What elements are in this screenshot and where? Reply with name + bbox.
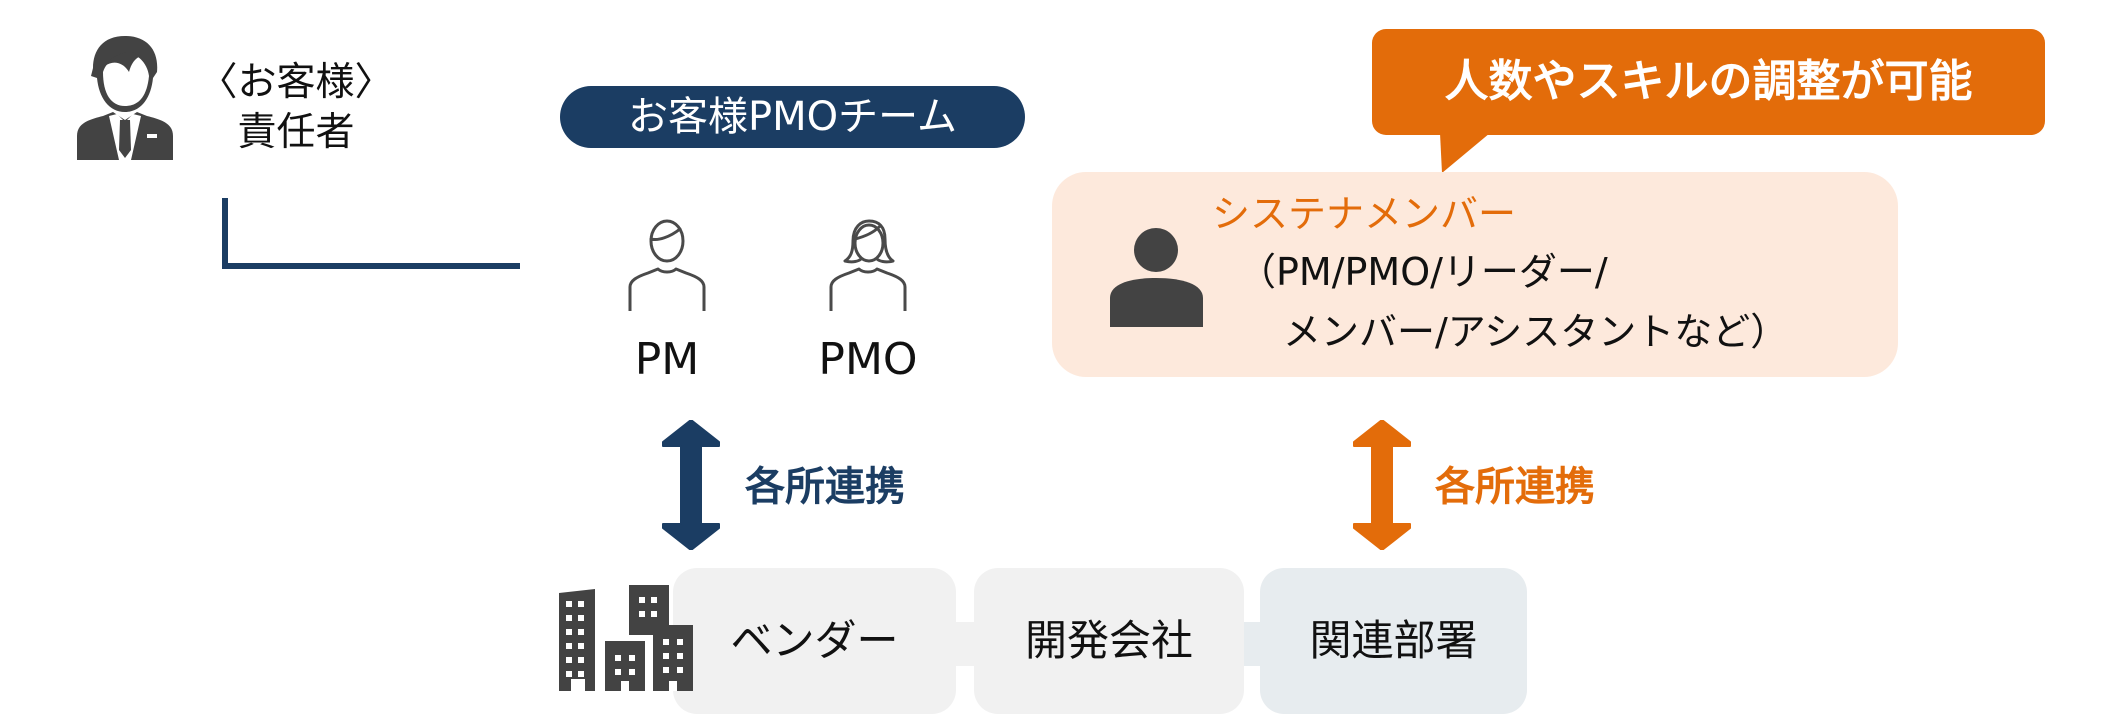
coordination-label-right: 各所連携 [1435, 464, 1595, 510]
org-box-related-dept: 関連部署 [1260, 568, 1527, 714]
male-person-outline-icon [628, 219, 706, 311]
callout-tail [1440, 133, 1490, 173]
systena-member-roles-line2: メンバー/アシスタントなど） [1283, 310, 1789, 354]
pmo-label: PMO [818, 334, 918, 385]
systena-member-title: システナメンバー [1212, 192, 1517, 236]
buildings-icon [559, 585, 693, 691]
client-label-line2: 責任者 [237, 110, 355, 155]
pm-label: PM [634, 334, 700, 385]
systena-member-roles-line1: （PM/PMO/リーダー/ [1238, 250, 1608, 294]
person-icon [1110, 228, 1203, 327]
client-label-line1: 〈お客様〉 [198, 60, 394, 105]
coordination-label-left: 各所連携 [745, 464, 905, 510]
pmo-team-pill: お客様PMOチーム [560, 86, 1025, 148]
female-person-outline-icon [829, 219, 907, 311]
systena-member-box [1052, 172, 1898, 377]
double-arrow-navy-icon [662, 420, 720, 550]
client-responsible-label: 〈お客様〉 責任者 [196, 58, 396, 158]
connector-line-vertical [222, 198, 228, 269]
businessman-icon [77, 36, 173, 160]
org-box-vendor: ベンダー [673, 568, 956, 714]
adjustment-callout: 人数やスキルの調整が可能 [1372, 29, 2045, 135]
double-arrow-orange-icon [1353, 420, 1411, 550]
connector-line-horizontal [222, 263, 520, 269]
org-box-dev-company: 開発会社 [974, 568, 1244, 714]
